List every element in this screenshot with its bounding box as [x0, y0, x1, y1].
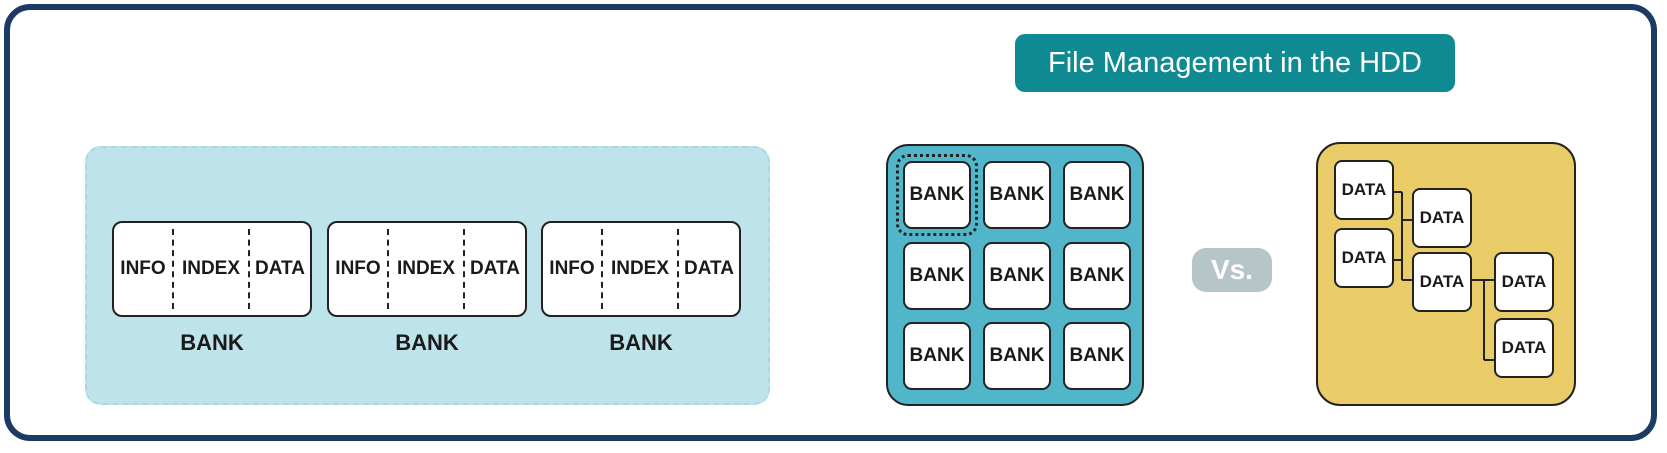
grid-bank-cell: BANK: [1063, 242, 1131, 310]
bank-grid-panel: BANK BANK BANK BANK BANK BANK BANK BANK …: [886, 144, 1144, 406]
bank-block: INFO INDEX DATA: [541, 221, 741, 317]
bank-caption: BANK: [609, 330, 673, 355]
bank-caption: BANK: [180, 330, 244, 355]
bank-data-segment: DATA: [684, 258, 734, 279]
grid-bank-cell: BANK: [903, 161, 971, 229]
bank-info-segment: INFO: [120, 258, 166, 279]
bank-data-segment: DATA: [470, 258, 520, 279]
bank-info-segment: INFO: [549, 258, 595, 279]
segment-divider: [387, 229, 389, 309]
data-node: DATA: [1334, 228, 1394, 288]
segment-divider: [463, 229, 465, 309]
grid-bank-cell: BANK: [903, 242, 971, 310]
bank-index-segment: INDEX: [396, 258, 456, 279]
data-tree-panel: DATA DATA DATA DATA DATA DATA: [1316, 142, 1576, 406]
linear-bank-panel: INFO INDEX DATA BANK INFO INDEX DATA BAN…: [85, 146, 770, 405]
title-badge: File Management in the HDD: [1015, 34, 1455, 92]
tree-connector-lines: [1394, 191, 1494, 361]
bank-data-segment: DATA: [255, 258, 305, 279]
grid-bank-cell: BANK: [983, 322, 1051, 390]
segment-divider: [248, 229, 250, 309]
grid-bank-cell: BANK: [983, 161, 1051, 229]
data-node: DATA: [1334, 160, 1394, 220]
bank-caption: BANK: [395, 330, 459, 355]
segment-divider: [601, 229, 603, 309]
bank-block: INFO INDEX DATA: [112, 221, 312, 317]
grid-bank-cell: BANK: [1063, 322, 1131, 390]
data-node: DATA: [1494, 252, 1554, 312]
grid-bank-cell: BANK: [903, 322, 971, 390]
selected-bank-outline: [896, 154, 978, 236]
bank-block: INFO INDEX DATA: [327, 221, 527, 317]
segment-divider: [172, 229, 174, 309]
grid-bank-cell: BANK: [983, 242, 1051, 310]
bank-info-segment: INFO: [335, 258, 381, 279]
data-node: DATA: [1412, 188, 1472, 248]
data-node: DATA: [1412, 252, 1472, 312]
versus-badge: Vs.: [1192, 248, 1272, 292]
segment-divider: [677, 229, 679, 309]
grid-bank-cell: BANK: [1063, 161, 1131, 229]
bank-index-segment: INDEX: [610, 258, 670, 279]
bank-index-segment: INDEX: [181, 258, 241, 279]
data-node: DATA: [1494, 318, 1554, 378]
